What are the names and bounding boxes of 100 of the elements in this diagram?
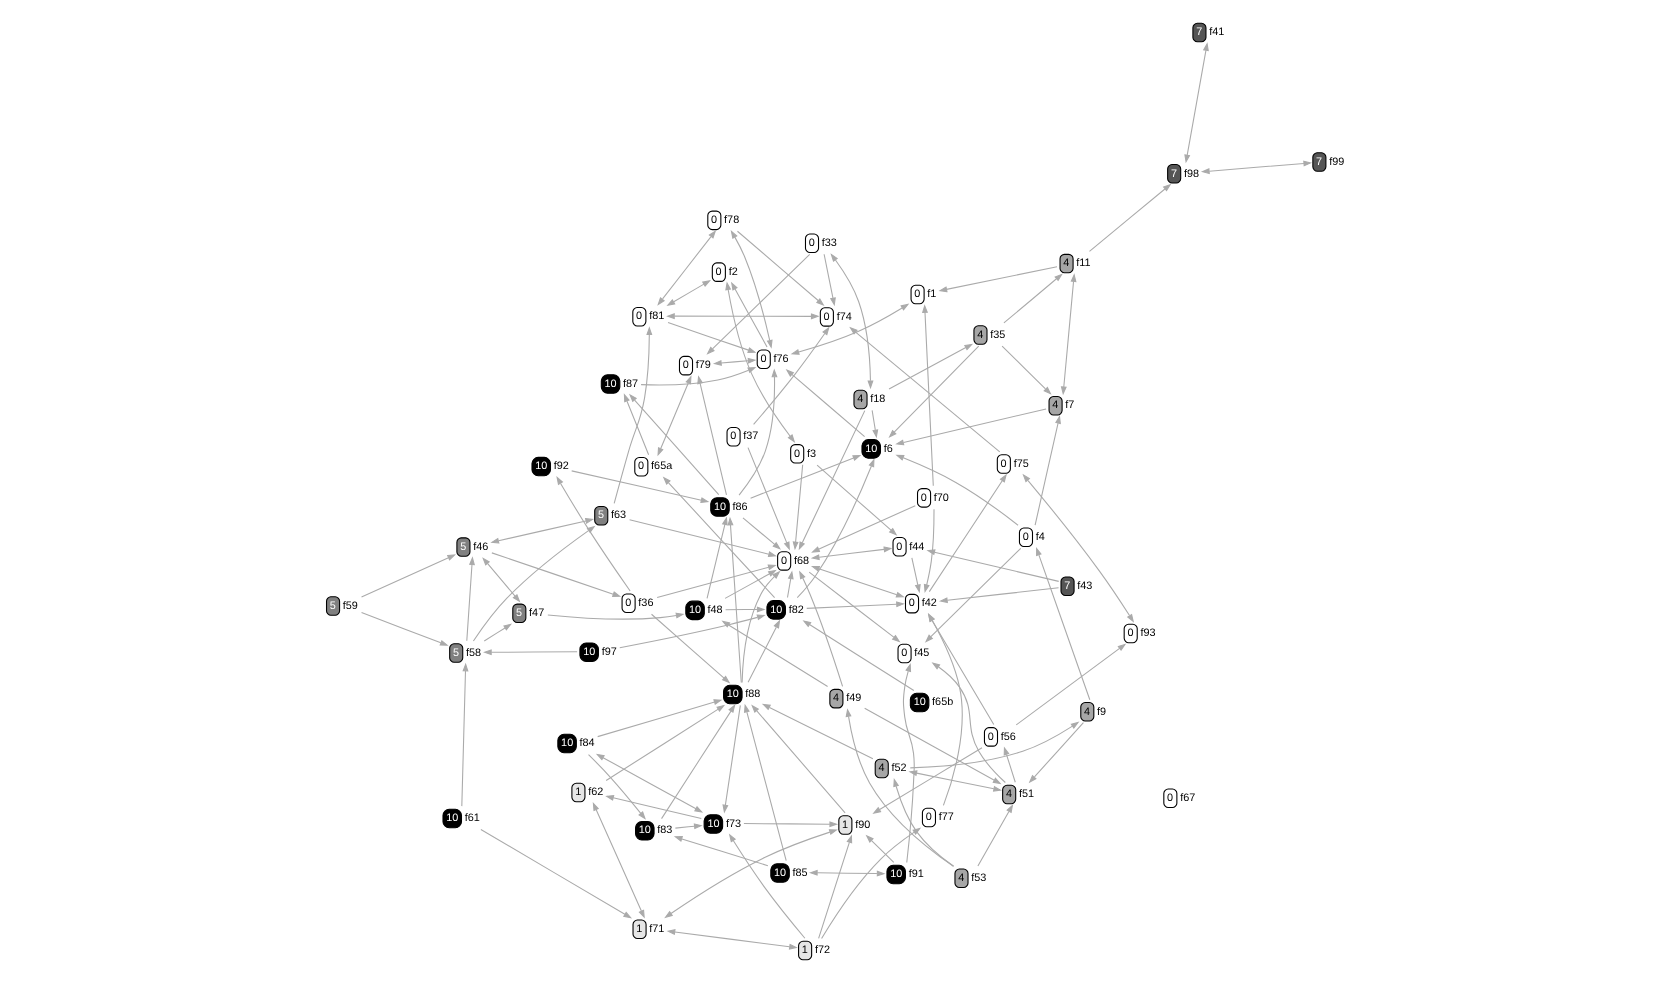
arrow bbox=[926, 613, 994, 726]
arrow bbox=[1087, 183, 1171, 252]
arrow bbox=[672, 836, 768, 867]
arrow bbox=[810, 505, 915, 553]
arrow bbox=[586, 754, 645, 820]
arrow bbox=[729, 281, 767, 348]
arrow bbox=[740, 570, 780, 684]
arrow bbox=[923, 547, 1021, 643]
arrow bbox=[937, 266, 1057, 293]
arrow bbox=[927, 613, 962, 806]
arrow bbox=[864, 834, 894, 863]
arrow bbox=[1000, 345, 1051, 395]
arrow bbox=[604, 794, 701, 819]
arrow bbox=[628, 393, 719, 496]
arrow bbox=[809, 565, 904, 598]
arrow bbox=[665, 280, 710, 307]
arrow bbox=[482, 649, 577, 656]
arrow bbox=[656, 375, 691, 457]
arrow bbox=[705, 253, 810, 355]
arrow bbox=[760, 703, 873, 760]
arrow bbox=[546, 612, 684, 620]
arrow bbox=[482, 623, 512, 642]
arrow bbox=[922, 508, 934, 594]
arrow bbox=[471, 525, 595, 642]
arrow bbox=[746, 619, 780, 683]
arrow bbox=[1035, 546, 1090, 701]
arrow bbox=[920, 304, 933, 487]
arrow bbox=[797, 410, 865, 551]
arrow bbox=[726, 516, 741, 684]
arrow bbox=[938, 587, 1059, 604]
arrow bbox=[663, 829, 837, 919]
arrow bbox=[815, 464, 897, 536]
arrow bbox=[807, 869, 885, 877]
arrow bbox=[844, 708, 953, 867]
arrow bbox=[724, 606, 765, 613]
arrow bbox=[555, 476, 630, 592]
arrow bbox=[622, 393, 649, 456]
arrow bbox=[746, 447, 789, 551]
arrow bbox=[817, 834, 852, 939]
arrow bbox=[489, 518, 594, 544]
arrow bbox=[887, 345, 979, 438]
arrow bbox=[1021, 473, 1134, 623]
arrow bbox=[721, 704, 740, 814]
arrow bbox=[1199, 160, 1312, 175]
arrow bbox=[887, 343, 973, 390]
arrow bbox=[976, 804, 1013, 867]
arrow bbox=[665, 313, 819, 320]
arrow bbox=[479, 828, 632, 919]
arrow bbox=[1183, 42, 1208, 164]
arrow bbox=[490, 552, 621, 597]
arrow bbox=[1059, 273, 1076, 396]
arrow bbox=[742, 821, 838, 828]
arrow bbox=[724, 281, 795, 443]
arrow bbox=[820, 827, 921, 939]
arrow bbox=[901, 662, 914, 863]
arrow bbox=[807, 571, 900, 643]
arrow bbox=[805, 601, 904, 609]
arrow bbox=[360, 612, 448, 646]
arrow bbox=[661, 476, 775, 599]
arrow bbox=[822, 253, 835, 307]
arrow bbox=[596, 699, 722, 738]
arrow bbox=[591, 802, 644, 919]
arrow bbox=[892, 778, 954, 867]
arrow bbox=[649, 613, 730, 684]
arrow bbox=[1033, 415, 1060, 526]
arrow bbox=[1002, 273, 1062, 324]
arrow bbox=[1027, 722, 1083, 784]
arrow bbox=[673, 823, 702, 830]
arrow bbox=[930, 662, 1005, 784]
arrow bbox=[798, 570, 843, 687]
arrow bbox=[604, 704, 725, 782]
arrow bbox=[829, 253, 873, 390]
arrow bbox=[1014, 643, 1126, 726]
arrow bbox=[660, 704, 735, 820]
arrow bbox=[750, 704, 845, 814]
arrow bbox=[666, 322, 756, 353]
arrow bbox=[594, 753, 703, 813]
arrow bbox=[612, 326, 652, 504]
arrow bbox=[737, 368, 777, 496]
arrow bbox=[465, 556, 474, 642]
arrow bbox=[908, 721, 1079, 769]
arrow bbox=[665, 929, 797, 950]
arrow bbox=[727, 833, 805, 939]
arrow bbox=[729, 230, 772, 349]
arrow bbox=[870, 409, 878, 439]
arrow bbox=[785, 570, 793, 598]
arrow bbox=[809, 546, 892, 561]
arrow bbox=[705, 516, 727, 599]
arrow bbox=[742, 703, 786, 862]
arrow bbox=[910, 557, 920, 594]
arrow bbox=[618, 614, 765, 649]
arrow bbox=[359, 554, 456, 598]
arrow bbox=[655, 564, 776, 599]
arrow bbox=[1002, 746, 1015, 783]
arrow bbox=[656, 229, 716, 306]
arrow bbox=[925, 549, 1059, 582]
arrow bbox=[791, 464, 803, 551]
arrow bbox=[711, 357, 756, 367]
arrow bbox=[720, 620, 828, 688]
arrow bbox=[741, 517, 781, 550]
